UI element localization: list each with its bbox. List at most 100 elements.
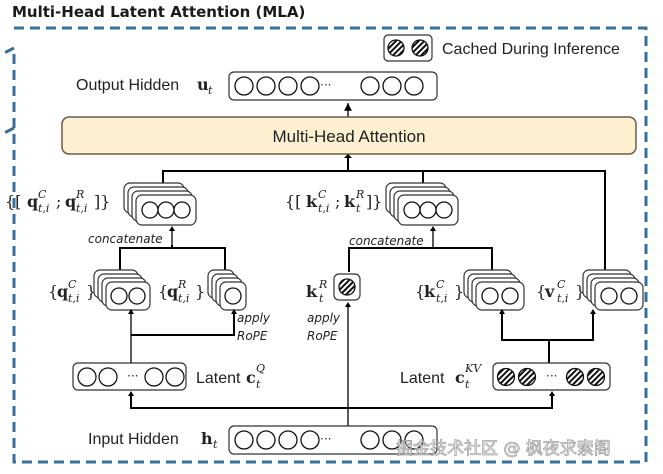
svg-text:;: ; xyxy=(335,192,340,211)
svg-text:}: } xyxy=(575,282,585,301)
vector-element xyxy=(360,430,380,450)
vector-element xyxy=(173,201,191,219)
apply-rope-label-q-2: RoPE xyxy=(237,329,268,343)
svg-text:t: t xyxy=(356,202,361,215)
query-concat-stack xyxy=(123,182,197,226)
latent-kv-sup: KV xyxy=(464,362,482,375)
latent-q-sup: Q xyxy=(256,362,265,375)
key-rope-symbol: k xyxy=(306,282,318,301)
vector-element xyxy=(141,201,159,219)
svg-text:R: R xyxy=(75,188,84,201)
svg-text:C: C xyxy=(318,188,327,201)
vector-element xyxy=(382,76,402,96)
input-hidden-label: Input Hidden xyxy=(88,431,179,448)
concatenate-label-k: concatenate xyxy=(349,234,424,248)
svg-text:C: C xyxy=(436,278,445,291)
ellipsis: ··· xyxy=(127,369,138,383)
legend: Cached During Inference xyxy=(383,34,620,62)
vector-element xyxy=(403,201,421,219)
attention-block xyxy=(61,116,637,155)
input-to-latents-bus xyxy=(130,394,553,409)
hatched-circle-icon xyxy=(338,278,356,296)
arrow-head xyxy=(549,391,555,396)
input-hidden-symbol: h xyxy=(201,429,213,448)
query-compressed-stack xyxy=(93,269,151,311)
svg-text:t,i: t,i xyxy=(38,202,49,215)
key-concat-label: {[ k C t,i ; k R t ]} xyxy=(285,188,382,215)
vector-element xyxy=(404,430,424,450)
arrow-head xyxy=(128,391,134,396)
output-hidden-label: Output Hidden xyxy=(76,77,179,94)
svg-text:}: } xyxy=(86,282,96,301)
svg-text:R: R xyxy=(318,278,327,291)
ellipsis: ··· xyxy=(546,369,557,383)
output-hidden: Output Hidden u t ··· xyxy=(76,71,438,101)
input-hidden-subscript: t xyxy=(213,438,218,451)
vector-element xyxy=(360,76,380,96)
latent-kv-to-kc-vc xyxy=(501,313,594,365)
vector-element xyxy=(144,367,164,387)
latent-kv-label: Latent xyxy=(400,370,445,387)
arrow-head xyxy=(231,309,237,314)
dashed-boundary-notch xyxy=(0,100,16,137)
vector-element xyxy=(128,287,146,305)
vector-element xyxy=(110,287,128,305)
vector-element xyxy=(300,76,320,96)
svg-text:]}: ]} xyxy=(366,192,382,211)
output-hidden-symbol: u xyxy=(197,75,209,94)
svg-text:{: { xyxy=(415,282,425,301)
latent-q-sub: t xyxy=(256,378,261,391)
key-compressed-stack xyxy=(463,269,525,311)
query-compressed: { q C t,i } xyxy=(48,269,151,311)
apply-rope-label-k-2: RoPE xyxy=(307,329,338,343)
input-hidden-vector xyxy=(228,425,438,455)
svg-text:{[: {[ xyxy=(5,192,21,211)
vector-element xyxy=(501,287,519,305)
query-rope: { q R t,i } xyxy=(158,269,247,311)
input-hidden: Input Hidden h t ··· xyxy=(88,425,438,455)
svg-text:C: C xyxy=(557,278,566,291)
query-concat-label: {[ q C t,i ; q R t,i ]} xyxy=(5,188,110,215)
arrow-head xyxy=(430,226,436,231)
svg-text:}: } xyxy=(195,282,205,301)
concatenate-label-q: concatenate xyxy=(88,232,163,246)
svg-text:{[: {[ xyxy=(285,192,301,211)
latent-q-to-qr xyxy=(131,313,235,336)
ellipsis: ··· xyxy=(320,78,331,92)
vector-element xyxy=(620,287,638,305)
svg-text:q: q xyxy=(27,192,38,211)
value-compressed-stack xyxy=(582,269,644,311)
svg-text:;: ; xyxy=(56,192,61,211)
vector-element xyxy=(435,201,453,219)
svg-text:R: R xyxy=(355,188,364,201)
svg-text:{: { xyxy=(158,282,168,301)
multi-head-attention: Multi-Head Attention xyxy=(61,116,637,155)
bus-to-attention xyxy=(162,170,606,270)
key-compressed: { k C t,i } xyxy=(415,269,525,311)
svg-text:t,i: t,i xyxy=(76,202,87,215)
query-concat: {[ q C t,i ; q R t,i ]} xyxy=(5,182,197,226)
svg-text:t,i: t,i xyxy=(318,202,329,215)
legend-label: Cached During Inference xyxy=(442,41,620,58)
vector-element xyxy=(419,201,437,219)
svg-text:t,i: t,i xyxy=(436,292,447,305)
latent-kv: Latent c KV t ··· xyxy=(400,362,611,391)
key-rope: k R t xyxy=(306,273,361,305)
svg-text:}: } xyxy=(454,282,464,301)
svg-text:{: { xyxy=(48,282,58,301)
hatched-circle-icon xyxy=(387,39,405,57)
svg-text:C: C xyxy=(68,278,77,291)
latent-kv-symbol: c xyxy=(455,368,465,387)
vector-element xyxy=(98,367,118,387)
vector-element xyxy=(256,430,276,450)
svg-text:R: R xyxy=(177,278,186,291)
svg-text:q: q xyxy=(57,282,68,301)
arrow-head xyxy=(499,309,505,314)
vector-element xyxy=(404,76,424,96)
svg-text:q: q xyxy=(65,192,76,211)
vector-element xyxy=(300,430,320,450)
query-rope-stack xyxy=(207,269,247,311)
vector-element xyxy=(278,76,298,96)
key-compressed-label: { k C t,i } xyxy=(415,278,464,305)
key-concat: {[ k C t,i ; k R t ]} xyxy=(285,182,459,226)
